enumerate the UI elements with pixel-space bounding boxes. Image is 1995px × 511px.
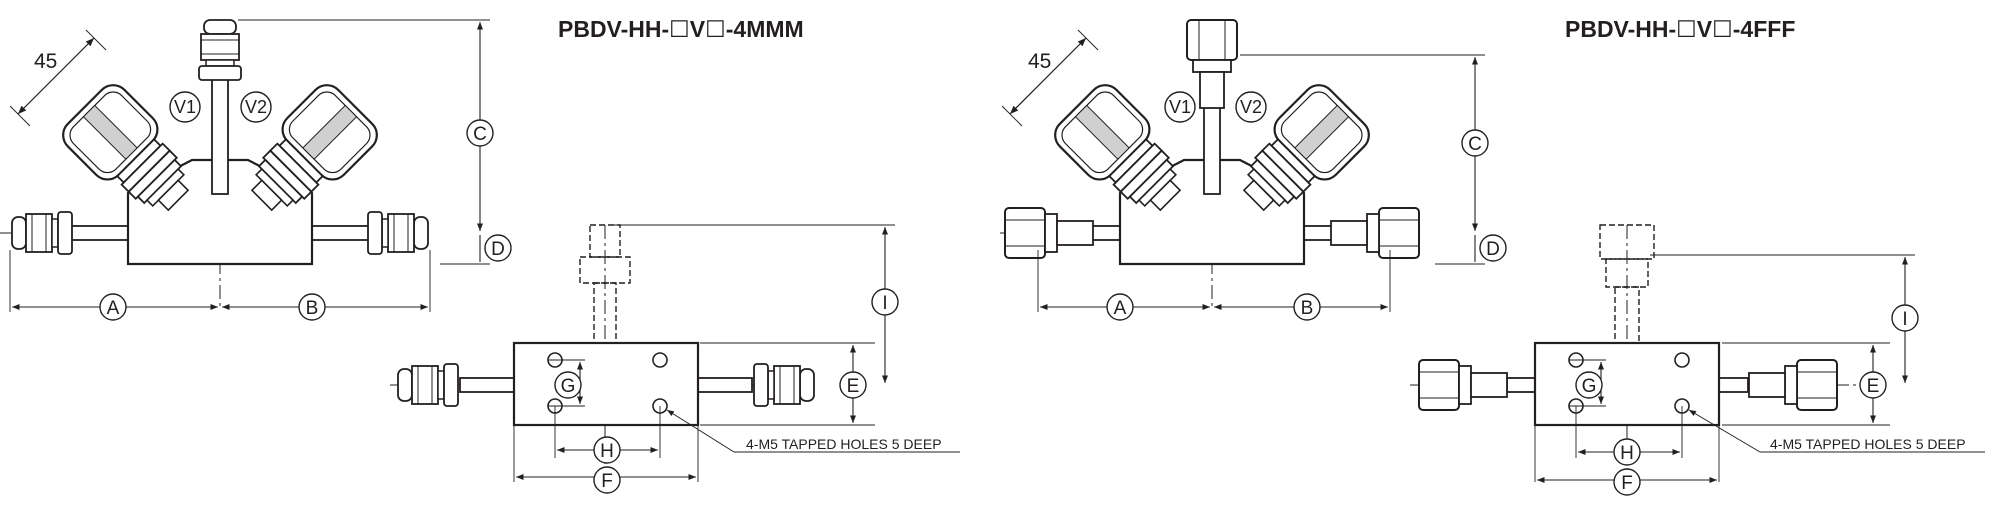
valve-tag-v2-mmm: V2 bbox=[245, 97, 267, 117]
dim-c-mmm: C bbox=[473, 124, 487, 145]
checkbox-placeholder-icon: ☐ bbox=[1712, 16, 1733, 42]
checkbox-placeholder-icon: ☐ bbox=[669, 16, 690, 42]
dim-f-fff: F bbox=[1621, 473, 1633, 494]
checkbox-placeholder-icon: ☐ bbox=[1676, 16, 1697, 42]
valve-tag-v1-fff: V1 bbox=[1169, 97, 1191, 117]
valve-tag-v1-mmm: V1 bbox=[174, 97, 196, 117]
top-view-fff bbox=[1000, 19, 1507, 321]
dim-d-fff: D bbox=[1486, 239, 1500, 260]
dim-d-mmm: D bbox=[491, 239, 505, 260]
valve-tag-v2-fff: V2 bbox=[1240, 97, 1262, 117]
side-view-mmm bbox=[390, 224, 960, 494]
dim-e-mmm: E bbox=[847, 376, 860, 397]
dim-h-fff: H bbox=[1620, 443, 1634, 464]
tapped-holes-note-fff: 4-M5 TAPPED HOLES 5 DEEP bbox=[1770, 436, 1966, 452]
dim-45-mmm: 45 bbox=[34, 50, 57, 73]
side-view-fff bbox=[1410, 224, 1985, 496]
drawing-fff: PBDV-HH-☐V☐-4FFF bbox=[1000, 16, 1985, 496]
dim-g-fff: G bbox=[1582, 376, 1597, 397]
dim-h-mmm: H bbox=[600, 441, 614, 462]
dim-i-mmm: I bbox=[882, 293, 887, 314]
top-view-mmm bbox=[0, 19, 512, 321]
dim-a-fff: A bbox=[1114, 298, 1127, 319]
dim-g-mmm: G bbox=[561, 376, 576, 397]
dim-b-mmm: B bbox=[306, 298, 319, 319]
title-fff: PBDV-HH-☐V☐-4FFF bbox=[1565, 16, 1795, 42]
checkbox-placeholder-icon: ☐ bbox=[705, 16, 726, 42]
dim-e-fff: E bbox=[1867, 376, 1880, 397]
dim-i-fff: I bbox=[1902, 309, 1907, 330]
dim-c-fff: C bbox=[1468, 134, 1482, 155]
title-mmm: PBDV-HH-☐V☐-4MMM bbox=[558, 16, 804, 42]
drawing-mmm: PBDV-HH-☐V☐-4MMM bbox=[0, 16, 960, 494]
dim-a-mmm: A bbox=[107, 298, 120, 319]
dim-b-fff: B bbox=[1301, 298, 1314, 319]
dim-45-fff: 45 bbox=[1028, 50, 1051, 73]
tapped-holes-note-mmm: 4-M5 TAPPED HOLES 5 DEEP bbox=[746, 436, 942, 452]
dim-f-mmm: F bbox=[601, 471, 613, 492]
